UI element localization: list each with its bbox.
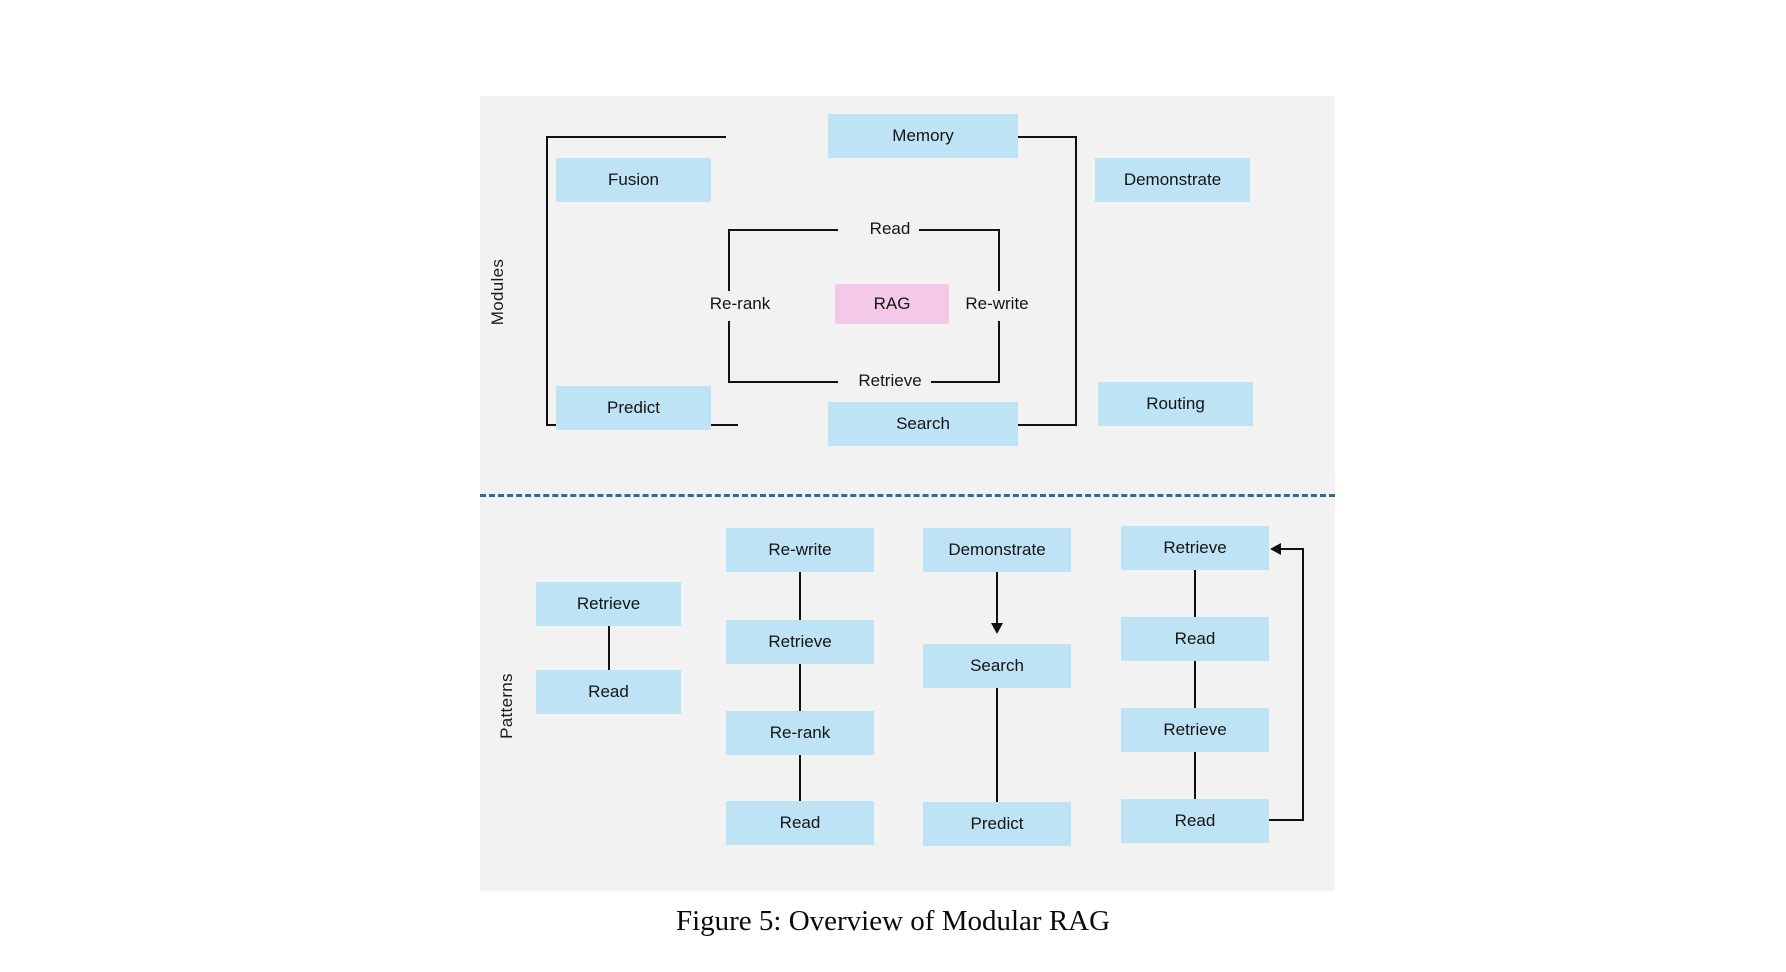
pattern2-arrow-2-shaft (799, 664, 801, 722)
pattern1-node-read-label: Read (588, 682, 629, 701)
connector-left-vertical (546, 136, 548, 426)
modules-section: Memory Fusion Demonstrate Predict Routin… (480, 96, 1335, 491)
patterns-section: Retrieve Read Re-write Retrieve Re-rank (480, 499, 1335, 891)
pattern4-loop-top (1280, 548, 1304, 550)
module-node-demonstrate[interactable]: Demonstrate (1095, 158, 1250, 202)
connector-inner-top-right (892, 229, 1000, 231)
pattern4-arrow-1-shaft (1194, 570, 1196, 628)
pattern3-node-predict[interactable]: Predict (923, 802, 1071, 846)
pattern1-arrow-1-shaft (608, 626, 610, 686)
module-node-retrieve[interactable]: Retrieve (810, 366, 970, 396)
connector-inner-bottom-left (728, 381, 838, 383)
module-node-routing-label: Routing (1146, 394, 1205, 413)
pattern4-loop-right (1302, 548, 1304, 821)
pattern2-node-read[interactable]: Read (726, 801, 874, 845)
module-node-read[interactable]: Read (815, 214, 965, 244)
pattern1-node-read[interactable]: Read (536, 670, 681, 714)
module-node-re-rank-label: Re-rank (700, 294, 780, 314)
pattern3-arrow-2-shaft (996, 688, 998, 813)
connector-memory-to-fusion (546, 136, 726, 138)
section-divider (480, 494, 1335, 497)
pattern3-arrow-1-shaft (996, 572, 998, 630)
module-node-memory-label: Memory (892, 126, 954, 145)
pattern2-node-retrieve-label: Retrieve (768, 632, 832, 651)
pattern2-node-retrieve[interactable]: Retrieve (726, 620, 874, 664)
pattern4-loop-arrow-head (1270, 543, 1281, 555)
pattern3-node-search-label: Search (970, 656, 1024, 675)
pattern4-node-retrieve-1-label: Retrieve (1163, 538, 1227, 557)
module-node-search[interactable]: Search (828, 402, 1018, 446)
pattern2-node-read-label: Read (779, 813, 821, 832)
pattern4-node-read-1[interactable]: Read (1121, 617, 1269, 661)
module-node-demonstrate-label: Demonstrate (1123, 170, 1222, 189)
pattern1-node-retrieve[interactable]: Retrieve (536, 582, 681, 626)
connector-inner-top-left (728, 229, 838, 231)
module-node-re-write-label: Re-write (956, 294, 1038, 314)
pattern2-node-rerank-label: Re-rank (769, 723, 831, 742)
pattern4-arrow-2-shaft (1194, 661, 1196, 719)
pattern4-node-read-2[interactable]: Read (1121, 799, 1269, 843)
module-node-search-label: Search (896, 414, 950, 433)
pattern2-node-rewrite[interactable]: Re-write (726, 528, 874, 572)
pattern4-node-read-2-label: Read (1174, 811, 1216, 830)
pattern4-node-retrieve-1[interactable]: Retrieve (1121, 526, 1269, 570)
pattern3-node-predict-label: Predict (970, 814, 1024, 833)
modules-section-label: Modules (488, 258, 507, 326)
connector-right-vertical (1075, 136, 1077, 426)
pattern4-node-retrieve-2[interactable]: Retrieve (1121, 708, 1269, 752)
pattern3-node-demonstrate-label: Demonstrate (948, 540, 1046, 559)
pattern3-node-demonstrate[interactable]: Demonstrate (923, 528, 1071, 572)
pattern2-node-rerank[interactable]: Re-rank (726, 711, 874, 755)
module-node-memory[interactable]: Memory (828, 114, 1018, 158)
module-node-re-write[interactable]: Re-write (932, 289, 1062, 319)
connector-inner-bottom-right (892, 381, 1000, 383)
pattern3-node-search[interactable]: Search (923, 644, 1071, 688)
pattern1-node-retrieve-label: Retrieve (576, 594, 641, 613)
figure-panel: Memory Fusion Demonstrate Predict Routin… (480, 96, 1335, 891)
pattern4-node-read-1-label: Read (1174, 629, 1216, 648)
pattern2-arrow-1-shaft (799, 572, 801, 630)
module-node-read-label: Read (860, 219, 920, 239)
connector-inner-right-bottom (998, 321, 1000, 383)
module-node-predict-label: Predict (607, 398, 660, 417)
connector-inner-right-top (998, 229, 1000, 291)
module-node-fusion-label: Fusion (607, 170, 660, 189)
module-node-re-rank[interactable]: Re-rank (680, 289, 800, 319)
module-node-rag-core-label: RAG (873, 294, 911, 313)
connector-inner-left-top (728, 229, 730, 291)
module-node-routing[interactable]: Routing (1098, 382, 1253, 426)
pattern4-loop-bottom (1269, 819, 1304, 821)
module-node-predict[interactable]: Predict (556, 386, 711, 430)
pattern4-node-retrieve-2-label: Retrieve (1163, 720, 1227, 739)
module-node-fusion[interactable]: Fusion (556, 158, 711, 202)
patterns-section-label: Patterns (497, 673, 516, 739)
connector-inner-left-bottom (728, 321, 730, 383)
pattern2-arrow-3-shaft (799, 755, 801, 813)
figure-caption: Figure 5: Overview of Modular RAG (675, 905, 1111, 937)
module-node-retrieve-label: Retrieve (849, 371, 931, 391)
pattern4-arrow-3-shaft (1194, 752, 1196, 810)
pattern2-node-rewrite-label: Re-write (768, 540, 832, 559)
module-node-rag-core[interactable]: RAG (835, 284, 949, 324)
pattern3-arrow-1-head (991, 623, 1003, 634)
